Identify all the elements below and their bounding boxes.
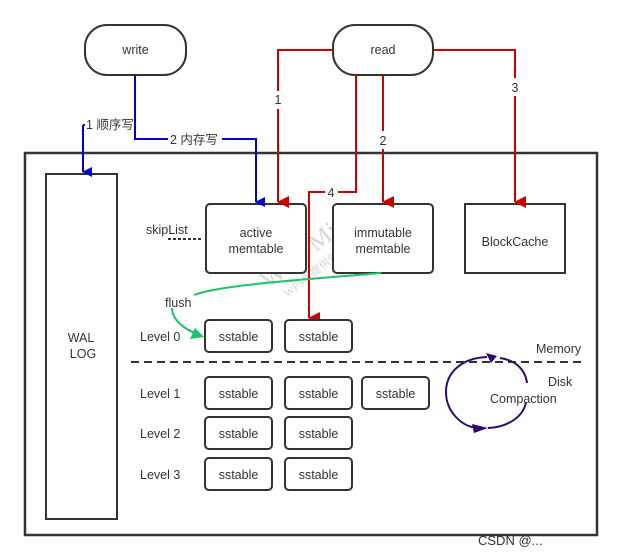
active-memtable-box: active memtable — [205, 203, 307, 274]
write-node: write — [84, 24, 187, 76]
write-edge-memtable — [134, 125, 256, 202]
level-label: Level 2 — [140, 427, 180, 441]
read-edge-1 — [278, 49, 333, 202]
flush-edge — [193, 272, 382, 296]
write-edge-memtable-label: 2 内存写 — [170, 133, 218, 147]
write-edge-wal — [83, 75, 136, 172]
sstable-label: sstable — [219, 330, 259, 344]
sstable-label: sstable — [299, 330, 339, 344]
level-label: Level 1 — [140, 387, 180, 401]
block-cache-box: BlockCache — [464, 203, 566, 274]
sstable-label: sstable — [299, 427, 339, 441]
sstable-box: sstable — [361, 376, 430, 410]
flush-arrowhead — [190, 328, 204, 339]
block-cache-label: BlockCache — [482, 235, 549, 249]
immutable-memtable-label-1: immutable — [354, 226, 412, 240]
read-edge-3-label: 3 — [512, 81, 519, 95]
sstable-label: sstable — [299, 387, 339, 401]
active-memtable-label-1: active — [240, 226, 273, 240]
write-label: write — [121, 43, 148, 57]
sstable-box: sstable — [284, 376, 353, 410]
compaction-arrowhead-bottom — [472, 424, 488, 433]
wal-log-label-2: LOG — [70, 347, 96, 361]
immutable-memtable-label-2: memtable — [356, 242, 411, 256]
compaction-cycle: Compaction — [444, 353, 557, 433]
wal-log-label-1: WAL — [68, 331, 95, 345]
read-edge-1-label: 1 — [275, 93, 282, 107]
flush-label: flush — [165, 296, 191, 310]
sstable-box: sstable — [284, 416, 353, 450]
level-label: Level 0 — [140, 330, 180, 344]
read-node: read — [332, 24, 434, 76]
sstable-box: sstable — [284, 319, 353, 353]
memory-label: Memory — [536, 342, 582, 356]
wal-log-box: WAL LOG — [45, 173, 118, 520]
read-edge-3 — [433, 49, 515, 202]
level-label: Level 3 — [140, 468, 180, 482]
immutable-memtable-box: immutable memtable — [332, 203, 434, 274]
active-memtable-label-2: memtable — [229, 242, 284, 256]
write-edge-wal-label: 1 顺序写 — [86, 117, 134, 132]
sstable-box: sstable — [204, 457, 273, 491]
compaction-arrowhead-top — [486, 353, 497, 363]
sstable-label: sstable — [299, 468, 339, 482]
read-edge-4 — [309, 75, 357, 318]
disk-label: Disk — [548, 375, 573, 389]
sstable-label: sstable — [219, 427, 259, 441]
compaction-label: Compaction — [490, 392, 557, 406]
sstable-label: sstable — [219, 387, 259, 401]
sstable-box: sstable — [204, 376, 273, 410]
sstable-label: sstable — [219, 468, 259, 482]
sstable-box: sstable — [284, 457, 353, 491]
sstable-box: sstable — [204, 319, 273, 353]
sstable-label: sstable — [376, 387, 416, 401]
sstable-box: sstable — [204, 416, 273, 450]
skiplist-label: skipList — [146, 223, 188, 237]
read-edge-2-label: 2 — [380, 134, 387, 148]
footer-watermark: CSDN @... — [478, 533, 542, 548]
read-edge-4-label: 4 — [328, 186, 335, 200]
read-label: read — [370, 43, 395, 57]
